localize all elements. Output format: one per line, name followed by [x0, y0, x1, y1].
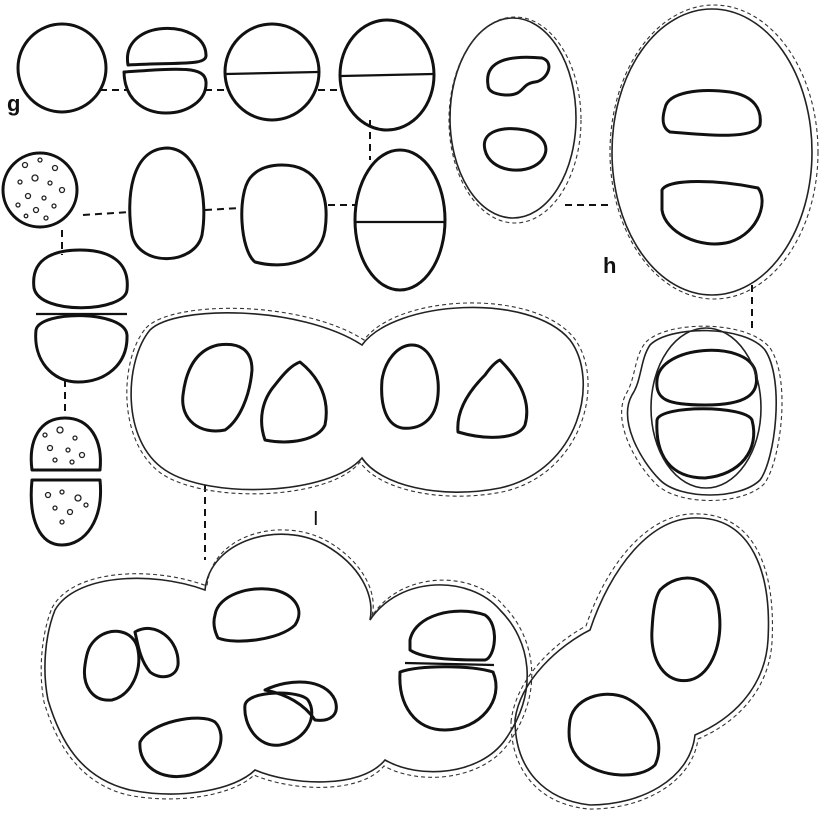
row-g-cells — [18, 20, 434, 130]
label-g: g — [7, 93, 20, 115]
cell — [488, 57, 549, 95]
half-cell-bottom — [124, 69, 206, 113]
cell — [400, 667, 496, 730]
bottom-colony — [41, 530, 532, 799]
oval-cell — [242, 165, 326, 265]
label-h: h — [603, 255, 616, 277]
sheathed-pair — [449, 17, 581, 223]
cell — [135, 628, 178, 676]
cell-h — [610, 5, 818, 299]
cell — [382, 345, 439, 428]
cell — [84, 631, 138, 700]
row-2-cells — [130, 148, 445, 290]
half-cell-bottom — [36, 316, 127, 382]
cell — [569, 694, 659, 775]
cell — [183, 344, 252, 431]
cell — [214, 589, 299, 641]
half-cell-top — [31, 418, 100, 470]
half-cell-top — [34, 250, 128, 308]
round-cell — [18, 24, 106, 112]
cell — [262, 362, 327, 442]
oval-cell — [130, 148, 204, 259]
cell — [265, 682, 336, 720]
half-cell-bottom — [31, 480, 100, 545]
cell — [663, 91, 760, 136]
cell — [245, 693, 312, 745]
half-cell-top — [657, 350, 757, 405]
cell — [410, 611, 494, 660]
cell — [458, 360, 527, 437]
granular-divided-cell — [31, 418, 100, 545]
cell — [484, 129, 546, 171]
half-cell-top — [127, 28, 206, 65]
label-i: I — [313, 509, 319, 529]
sheathed-dividing-cell — [622, 326, 782, 500]
granular-cell — [3, 153, 77, 227]
cell-colony-i — [127, 303, 588, 496]
bottom-right-pair — [511, 514, 772, 809]
half-cell-bottom — [657, 409, 754, 478]
cell — [652, 578, 720, 681]
cell — [662, 182, 762, 244]
dividing-cell — [355, 150, 445, 290]
cell — [140, 718, 221, 777]
left-column-cells — [34, 250, 128, 382]
